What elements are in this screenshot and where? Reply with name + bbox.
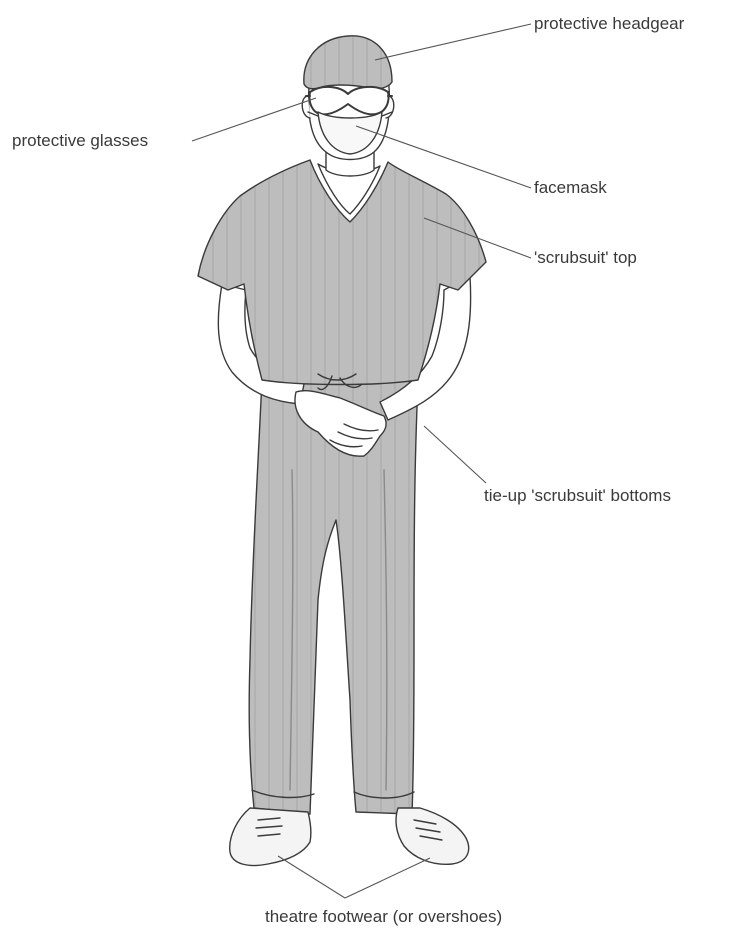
leader-line-footwear-right xyxy=(345,858,430,898)
left-shoe xyxy=(230,808,311,866)
label-facemask: facemask xyxy=(534,178,607,198)
label-protective-headgear: protective headgear xyxy=(534,14,684,34)
label-protective-glasses: protective glasses xyxy=(12,131,148,151)
label-scrubsuit-top: 'scrubsuit' top xyxy=(534,248,637,268)
leader-line-footwear-left xyxy=(278,856,345,898)
right-shoe xyxy=(396,808,469,864)
protective-headgear xyxy=(304,36,392,89)
leader-line-headgear xyxy=(375,24,531,60)
label-theatre-footwear: theatre footwear (or overshoes) xyxy=(265,907,502,927)
leader-line-bottoms xyxy=(424,426,486,483)
figure-person xyxy=(198,36,486,866)
leader-line-glasses xyxy=(192,98,316,141)
label-scrubsuit-bottoms: tie-up 'scrubsuit' bottoms xyxy=(484,486,671,506)
